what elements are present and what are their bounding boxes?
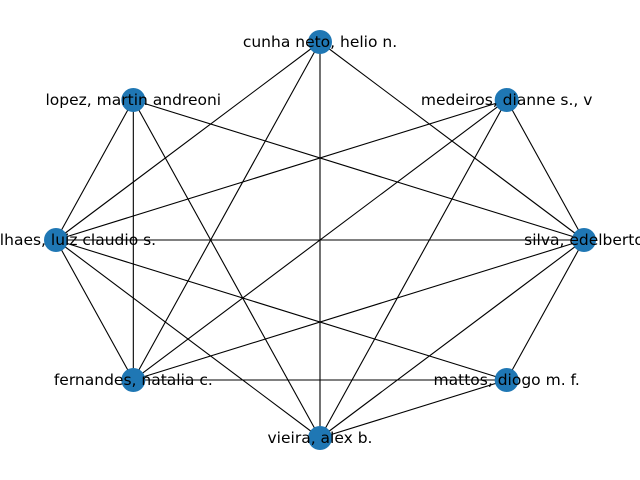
- node-label-fernandes: fernandes, natalia c.: [54, 371, 213, 389]
- node-label-vieira: vieira, alex b.: [268, 429, 373, 447]
- node-label-mattos: mattos, diogo m. f.: [434, 371, 580, 389]
- node-magalhaes: [44, 228, 68, 252]
- node-medeiros: [494, 87, 519, 112]
- node-label-cunha: cunha neto, helio n.: [243, 33, 397, 51]
- node-label-lopez: lopez, martin andreoni: [46, 91, 222, 109]
- node-fernandes: [121, 368, 146, 393]
- node-label-silva: silva, edelberto: [524, 231, 640, 249]
- edges-layer: [55, 41, 585, 439]
- node-label-medeiros: medeiros, dianne s., v: [421, 91, 593, 109]
- edge-vieira-magalhaes: [55, 239, 321, 439]
- node-silva: [572, 228, 596, 252]
- edge-silva-lopez: [133, 99, 585, 241]
- node-vieira: [308, 426, 332, 450]
- node-lopez: [121, 87, 146, 112]
- edge-silva-mattos: [506, 239, 585, 381]
- node-cunha: [308, 30, 332, 54]
- node-mattos: [494, 368, 519, 393]
- edge-mattos-magalhaes: [55, 239, 507, 381]
- edge-mattos-vieira: [319, 379, 507, 439]
- edge-medeiros-silva: [506, 99, 585, 241]
- edge-vieira-lopez: [132, 99, 321, 439]
- edge-medeiros-magalhaes: [55, 99, 507, 241]
- node-label-magalhaes: magalhaes, luiz claudio s.: [0, 231, 156, 249]
- edge-cunha-magalhaes: [55, 41, 321, 241]
- edge-silva-vieira: [319, 239, 585, 439]
- edge-fernandes-magalhaes: [55, 239, 134, 381]
- labels-layer: cunha neto, helio n. medeiros, dianne s.,…: [0, 33, 640, 447]
- nodes-layer: [44, 30, 596, 450]
- edge-magalhaes-lopez: [55, 99, 134, 241]
- edge-silva-fernandes: [133, 239, 585, 381]
- edge-medeiros-vieira: [319, 99, 508, 439]
- edge-cunha-fernandes: [132, 41, 321, 381]
